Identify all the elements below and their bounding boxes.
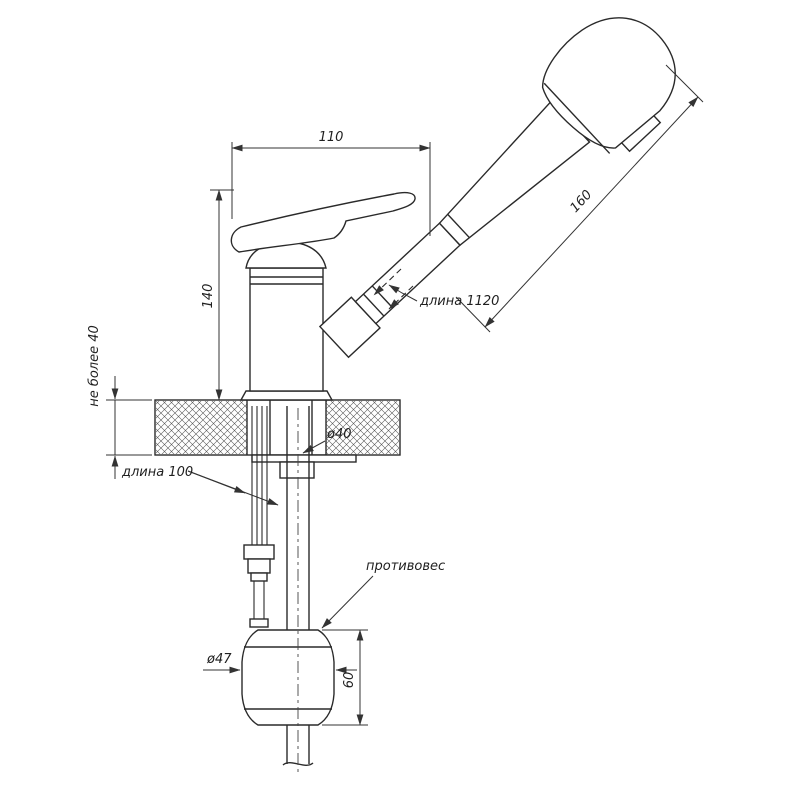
dimension-width-top: 110 (231, 130, 431, 236)
spray-wand-taper (438, 100, 591, 247)
counterweight (241, 629, 335, 726)
callout-supply-length: длина 100 (121, 465, 279, 506)
callout-counterweight-label: противовес (366, 559, 445, 574)
dimension-counter-thickness-label: не более 40 (87, 325, 102, 407)
dimensions: 110 140 не более 40 160 длина 1120 (87, 64, 704, 726)
dimension-counterweight-diameter-label: ø47 (206, 652, 232, 667)
pull-direction-arrows (373, 268, 414, 310)
faucet-body (249, 267, 324, 392)
supply-hose-connector (243, 544, 275, 628)
dimension-counterweight-diameter: ø47 (203, 652, 357, 674)
faucet-base-flange (239, 390, 334, 401)
wand-ring-1 (362, 293, 385, 317)
faucet-assembly (154, 17, 676, 772)
callout-hose-length: длина 1120 (388, 284, 499, 309)
supply-hoses (251, 406, 268, 545)
callout-hose-length-label: длина 1120 (419, 294, 499, 309)
mounting-washer (251, 454, 357, 463)
dimension-body-height-label: 140 (201, 284, 216, 309)
wand-joint-ring (447, 213, 470, 239)
countertop-hatch-left (156, 401, 247, 454)
dimension-width-top-label: 110 (319, 130, 344, 145)
dimension-counterweight-height: 60 (322, 629, 368, 726)
mounting-nut (279, 461, 315, 479)
callout-hole-diameter-label: ø40 (326, 427, 352, 442)
spray-hose (286, 406, 310, 764)
callout-counterweight: противовес (321, 559, 445, 629)
countertop-hatch-right (326, 401, 399, 454)
dimension-body-height: 140 (201, 189, 234, 401)
dimension-spray-head-label: 160 (567, 187, 595, 215)
faucet-handle-lever (230, 191, 416, 253)
countertop (154, 399, 401, 456)
spray-assembly (318, 17, 676, 359)
counterweight-body (241, 629, 335, 726)
callout-hole-diameter: ø40 (302, 427, 352, 454)
dimension-counter-thickness: не более 40 (87, 325, 152, 479)
mounting-shank (269, 400, 313, 455)
dimension-counterweight-height-label: 60 (342, 672, 357, 689)
callout-supply-length-label: длина 100 (121, 465, 193, 480)
